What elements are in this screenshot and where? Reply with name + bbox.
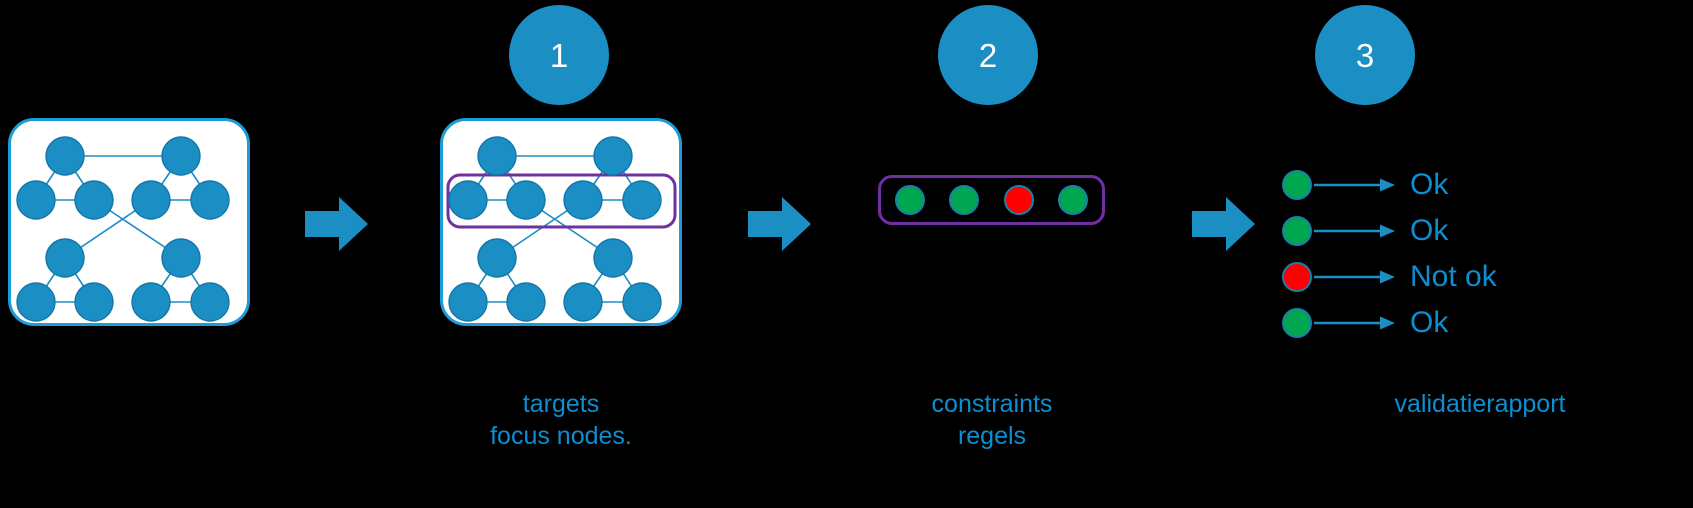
step-badge-3-label: 3: [1355, 36, 1375, 74]
graph-nodes: [448, 136, 662, 322]
targets-graph-svg: [446, 136, 677, 322]
focus-nodes-highlight: [446, 173, 677, 229]
report-row: Ok: [1282, 306, 1448, 340]
report-status-dot: [1282, 262, 1312, 292]
step-badge-1: 1: [509, 5, 609, 105]
report-row: Not ok: [1282, 260, 1497, 294]
step-badge-3: 3: [1315, 5, 1415, 105]
report-label: Ok: [1410, 168, 1449, 201]
caption-validatierapport: validatierapport: [1394, 390, 1566, 418]
report-arrow-icon: [1314, 224, 1395, 238]
report-label: Not ok: [1410, 260, 1497, 293]
flow-arrow-2-icon: [748, 197, 811, 251]
constraint-dot-4: [1057, 185, 1088, 215]
constraints-box: [878, 175, 1105, 225]
report-status-dot: [1282, 170, 1312, 200]
report-arrow-icon: [1314, 178, 1395, 192]
report-arrow-icon: [1314, 270, 1395, 284]
caption-targets: targets focus nodes.: [490, 390, 632, 450]
data-graph-svg: [16, 136, 230, 322]
flow-arrow-1-icon: [305, 197, 368, 251]
flow-arrow-3-icon: [1192, 197, 1255, 251]
report-row: Ok: [1282, 214, 1448, 248]
constraint-dot-2: [949, 185, 980, 215]
constraint-dot-1: [895, 185, 925, 215]
data-graph-panel: [8, 118, 250, 326]
validation-report: Ok Ok Not ok Ok: [1282, 160, 1682, 350]
graph-edges: [467, 155, 643, 303]
report-status-dot: [1282, 308, 1312, 338]
constraint-dot-3: [1003, 185, 1034, 215]
step-badge-2-label: 2: [978, 36, 998, 74]
report-row: Ok: [1282, 168, 1448, 202]
report-status-dot: [1282, 216, 1312, 246]
graph-nodes: [16, 136, 230, 322]
report-label: Ok: [1410, 306, 1449, 339]
targets-graph-panel: [440, 118, 682, 326]
graph-edges: [35, 155, 211, 303]
step-badge-1-label: 1: [549, 36, 569, 74]
step-badge-2: 2: [938, 5, 1038, 105]
report-arrow-icon: [1314, 316, 1395, 330]
report-label: Ok: [1410, 214, 1449, 247]
caption-constraints: constraints regels: [931, 390, 1053, 450]
